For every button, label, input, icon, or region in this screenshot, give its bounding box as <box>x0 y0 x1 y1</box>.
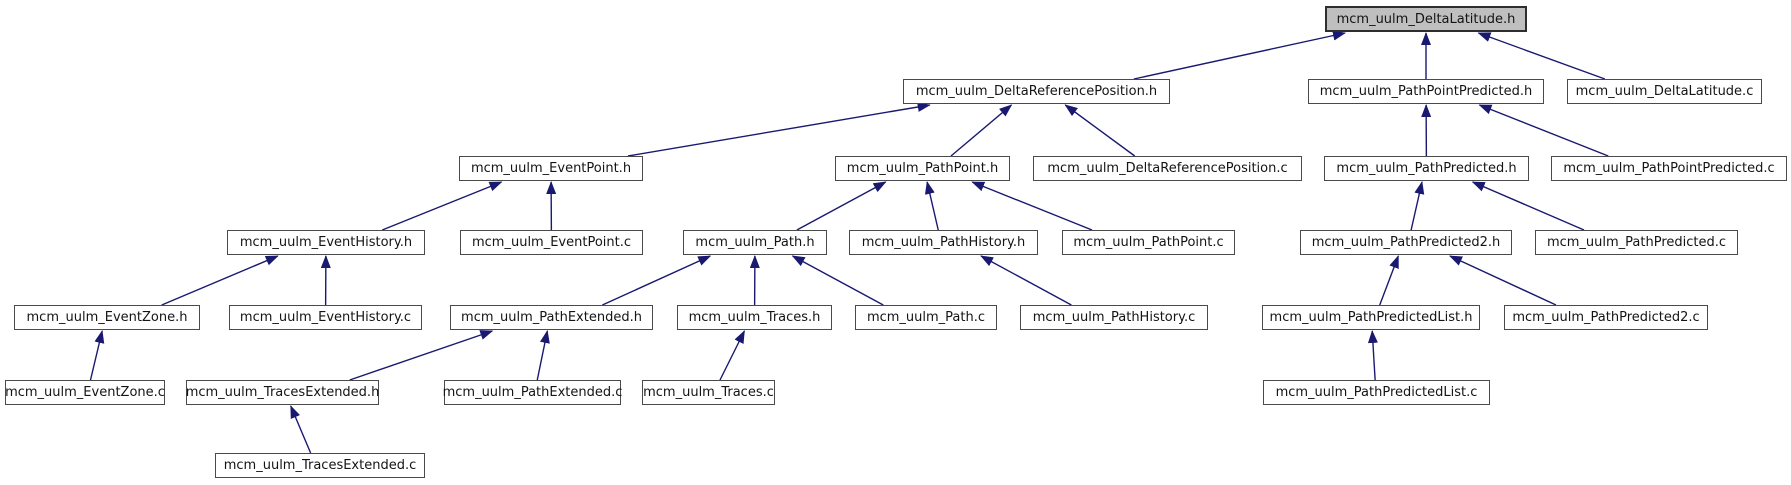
node-mcm-uulm-eventzone-h[interactable]: mcm_uulm_EventZone.h <box>14 305 200 330</box>
node-mcm-uulm-eventpoint-h[interactable]: mcm_uulm_EventPoint.h <box>459 156 643 181</box>
node-mcm-uulm-pathhistory-c[interactable]: mcm_uulm_PathHistory.c <box>1020 305 1208 330</box>
node-mcm-uulm-tracesextended-h[interactable]: mcm_uulm_TracesExtended.h <box>186 380 379 405</box>
node-mcm-uulm-pathpredicted2-h[interactable]: mcm_uulm_PathPredicted2.h <box>1300 230 1512 255</box>
node-mcm-uulm-deltareferenceposition-c[interactable]: mcm_uulm_DeltaReferencePosition.c <box>1033 156 1302 181</box>
node-mcm-uulm-pathpoint-c[interactable]: mcm_uulm_PathPoint.c <box>1062 230 1235 255</box>
node-mcm-uulm-traces-h[interactable]: mcm_uulm_Traces.h <box>677 305 832 330</box>
node-mcm-uulm-pathextended-c[interactable]: mcm_uulm_PathExtended.c <box>443 380 622 405</box>
node-mcm-uulm-pathhistory-h[interactable]: mcm_uulm_PathHistory.h <box>849 230 1038 255</box>
node-mcm-uulm-pathpredictedlist-c[interactable]: mcm_uulm_PathPredictedList.c <box>1263 380 1490 405</box>
node-mcm-uulm-eventpoint-c[interactable]: mcm_uulm_EventPoint.c <box>460 230 643 255</box>
node-mcm-uulm-eventzone-c[interactable]: mcm_uulm_EventZone.c <box>5 380 165 405</box>
node-mcm-uulm-pathpredicted-h[interactable]: mcm_uulm_PathPredicted.h <box>1324 156 1529 181</box>
node-mcm-uulm-path-h[interactable]: mcm_uulm_Path.h <box>683 230 827 255</box>
node-mcm-uulm-tracesextended-c[interactable]: mcm_uulm_TracesExtended.c <box>215 453 425 478</box>
node-mcm-uulm-traces-c[interactable]: mcm_uulm_Traces.c <box>642 380 775 405</box>
node-mcm-uulm-pathpointpredicted-c[interactable]: mcm_uulm_PathPointPredicted.c <box>1551 156 1787 181</box>
node-mcm-uulm-pathpredicted-c[interactable]: mcm_uulm_PathPredicted.c <box>1535 230 1738 255</box>
node-mcm-uulm-eventhistory-h[interactable]: mcm_uulm_EventHistory.h <box>227 230 425 255</box>
node-mcm-uulm-deltalatitude-h: mcm_uulm_DeltaLatitude.h <box>1325 6 1527 32</box>
node-mcm-uulm-eventhistory-c[interactable]: mcm_uulm_EventHistory.c <box>229 305 422 330</box>
node-mcm-uulm-pathpredictedlist-h[interactable]: mcm_uulm_PathPredictedList.h <box>1262 305 1480 330</box>
node-mcm-uulm-path-c[interactable]: mcm_uulm_Path.c <box>855 305 997 330</box>
node-mcm-uulm-pathpredicted2-c[interactable]: mcm_uulm_PathPredicted2.c <box>1504 305 1708 330</box>
node-mcm-uulm-pathpoint-h[interactable]: mcm_uulm_PathPoint.h <box>835 156 1010 181</box>
node-mcm-uulm-deltalatitude-c[interactable]: mcm_uulm_DeltaLatitude.c <box>1567 79 1762 104</box>
node-mcm-uulm-deltareferenceposition-h[interactable]: mcm_uulm_DeltaReferencePosition.h <box>903 79 1170 104</box>
node-mcm-uulm-pathpointpredicted-h[interactable]: mcm_uulm_PathPointPredicted.h <box>1308 79 1544 104</box>
node-mcm-uulm-pathextended-h[interactable]: mcm_uulm_PathExtended.h <box>450 305 653 330</box>
